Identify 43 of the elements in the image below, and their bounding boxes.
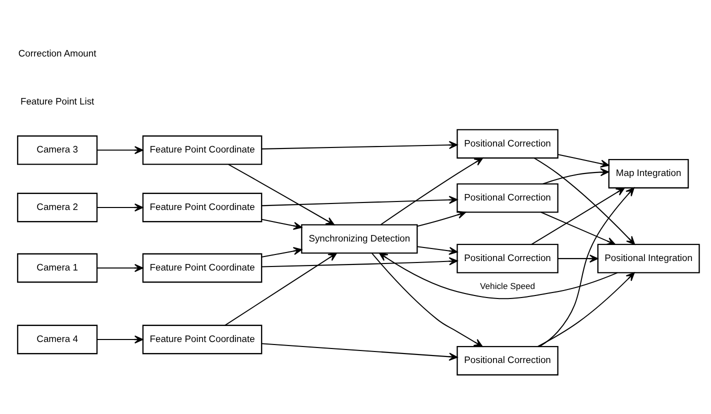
node-box: Feature Point Coordinate	[142, 324, 262, 354]
node-box: Feature Point Coordinate	[142, 134, 262, 164]
node-box: Camera 3	[17, 134, 98, 164]
arrow	[531, 186, 625, 244]
arrow	[538, 272, 635, 346]
node-box: Feature Point Coordinate	[142, 252, 262, 282]
arrow	[558, 153, 610, 168]
arrow	[380, 157, 484, 225]
arrow	[378, 252, 618, 299]
arrow	[97, 146, 144, 154]
label: Feature Point List	[20, 95, 94, 106]
arrow	[262, 195, 458, 206]
arrow	[97, 334, 144, 344]
arrow	[262, 218, 302, 230]
node-box: Map Integration	[608, 158, 689, 188]
node-box: Positional Integration	[597, 243, 700, 273]
arrow	[539, 186, 634, 346]
label: Correction Amount	[18, 47, 96, 58]
arrow	[262, 140, 458, 149]
arrow	[228, 163, 335, 225]
arrow	[97, 263, 144, 272]
arrow	[417, 246, 458, 254]
arrow	[417, 210, 466, 226]
arrow	[372, 252, 483, 346]
node-box: Camera 4	[17, 324, 98, 354]
node-box: Synchronizing Detection	[301, 224, 418, 254]
arrow	[542, 168, 610, 184]
arrow	[540, 211, 616, 244]
node-box: Positional Correction	[456, 182, 558, 212]
node-box: Positional Correction	[456, 345, 558, 375]
node-box: Camera 1	[17, 252, 98, 282]
node-box: Feature Point Coordinate	[142, 192, 262, 222]
arrow	[262, 342, 458, 360]
arrow	[262, 256, 458, 267]
node-box: Positional Correction	[456, 128, 558, 158]
arrow	[262, 246, 302, 258]
arrow	[558, 254, 598, 262]
node-box: Positional Correction	[456, 243, 558, 273]
arrow	[224, 252, 338, 326]
arrow	[534, 157, 636, 244]
edge-label: Vehicle Speed	[480, 280, 536, 291]
node-box: Camera 2	[17, 192, 98, 222]
arrow	[97, 202, 144, 212]
